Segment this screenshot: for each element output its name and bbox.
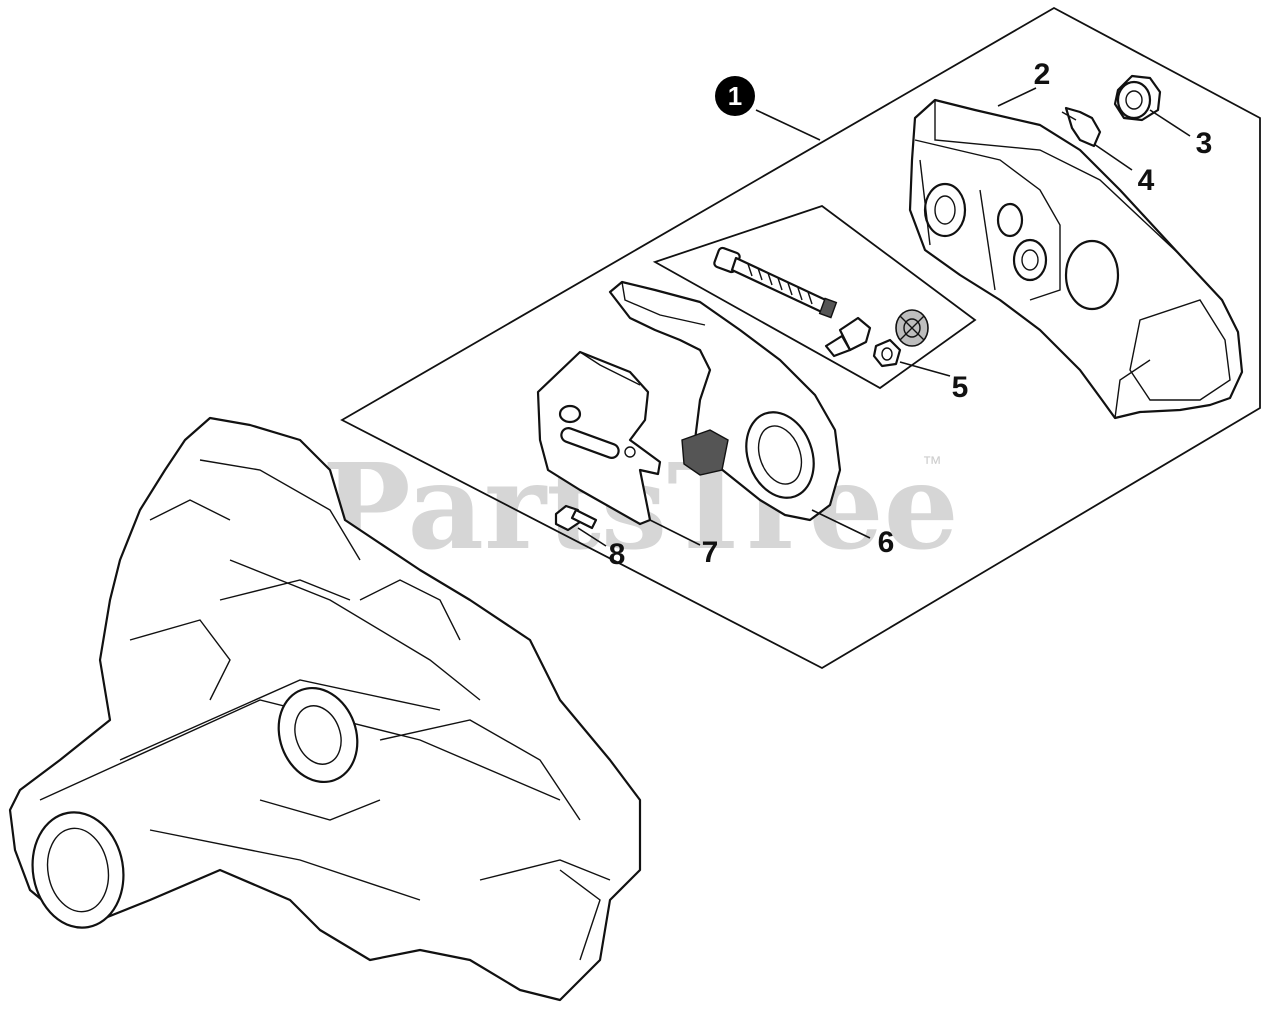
tensioner-pin-part [824, 316, 872, 358]
callout-1: 1 [728, 81, 742, 111]
leader-4 [1093, 143, 1133, 171]
callout-7: 7 [702, 536, 719, 569]
watermark-trademark: ™ [922, 453, 942, 475]
motor-bore [31, 811, 125, 929]
leader-7 [649, 519, 701, 546]
clip-part [1061, 106, 1102, 148]
leader-8 [577, 527, 607, 547]
callout-6: 6 [878, 526, 895, 559]
leader-5 [899, 361, 951, 377]
main-housing [8, 416, 642, 1002]
callout-1-circle [715, 76, 755, 116]
tensioner-nut-part [872, 338, 902, 368]
cover-bore [923, 182, 967, 238]
leader-1 [755, 109, 821, 141]
screw-part [554, 504, 598, 532]
callout-2: 2 [1034, 58, 1051, 91]
assembly-frame-outer [340, 6, 1261, 670]
tensioner-screw-part [713, 246, 838, 319]
tensioner-gear-part [895, 309, 929, 347]
leader-2 [997, 87, 1037, 107]
guide-plate-part [608, 280, 842, 522]
callout-4: 4 [1138, 164, 1155, 197]
nut-part [1113, 74, 1162, 122]
leader-3 [1149, 109, 1191, 137]
chain-cover-part [908, 98, 1244, 420]
leader-6 [811, 509, 871, 539]
callout-8: 8 [609, 538, 626, 571]
outer-plate-part [536, 350, 662, 526]
callout-3: 3 [1196, 127, 1213, 160]
assembly-frame-inner [652, 204, 977, 390]
callout-5: 5 [952, 371, 969, 404]
